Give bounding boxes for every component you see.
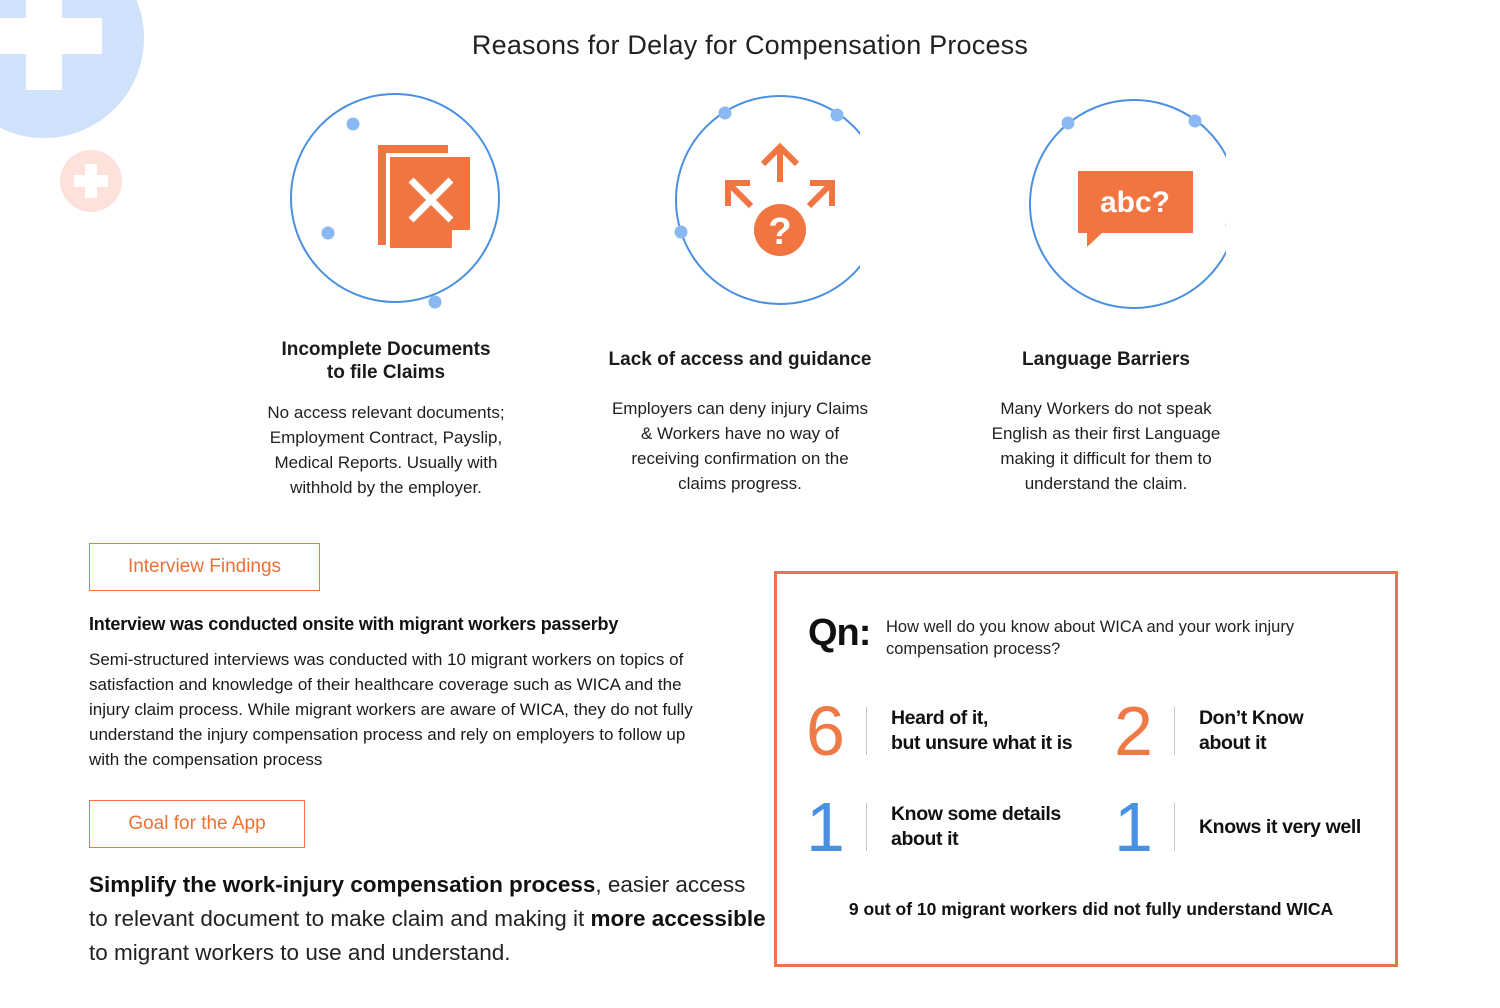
stat-value: 2 (1114, 692, 1153, 770)
question-label: Qn: (808, 612, 871, 654)
goal-tag: Goal for the App (89, 800, 305, 848)
svg-text:abc?: abc? (1100, 186, 1170, 219)
stat-value: 1 (806, 788, 845, 866)
stat-value: 1 (1114, 788, 1153, 866)
stat-divider (866, 803, 867, 851)
stat-label: Heard of it, but unsure what it is (891, 707, 1073, 754)
stat-label: Knows it very well (1199, 816, 1361, 838)
goal-text: Simplify the work-injury compensation pr… (89, 872, 766, 965)
interview-heading: Interview was conducted onsite with migr… (89, 614, 619, 634)
decorative-plus-circle-large (0, 0, 144, 138)
survey-summary: 9 out of 10 migrant workers did not full… (848, 899, 1334, 919)
reason-title: Lack of access and guidance (608, 349, 872, 370)
stat-label: Don’t Know about it (1199, 707, 1304, 754)
reason-card-language-barriers: abc? Language Barriers Many Workers do n… (946, 96, 1266, 496)
plus-icon-horizontal (0, 18, 102, 54)
reason-card-lack-of-access: ? Lack of access and guidance Employers … (580, 92, 900, 496)
plus-icon-horizontal (74, 175, 108, 187)
reason-description: Many Workers do not speak English as the… (991, 399, 1221, 493)
document-x-icon (290, 93, 500, 309)
reason-description: Employers can deny injury Claims & Worke… (611, 399, 869, 493)
decorative-plus-circle-small (60, 150, 122, 212)
stat-divider (866, 707, 867, 755)
reason-title: Incomplete Documents to file Claims (281, 339, 491, 383)
page-title: Reasons for Delay for Compensation Proce… (471, 30, 1029, 60)
speech-bubble-icon: abc? (1029, 99, 1226, 309)
stat-divider (1174, 707, 1175, 755)
reason-card-incomplete-documents: Incomplete Documents to file Claims No a… (226, 90, 546, 500)
reason-title: Language Barriers (1022, 349, 1190, 370)
svg-text:?: ? (768, 211, 791, 253)
interview-body: Semi-structured interviews was conducted… (89, 650, 693, 769)
question-arrows-icon: ? (674, 95, 860, 305)
interview-findings-tag: Interview Findings (89, 543, 320, 591)
survey-box (774, 571, 1398, 967)
stat-divider (1174, 803, 1175, 851)
reason-description: No access relevant documents; Employment… (267, 403, 505, 497)
stat-label: Know some details about it (891, 803, 1061, 850)
question-text: How well do you know about WICA and your… (886, 618, 1295, 658)
stat-value: 6 (806, 692, 845, 770)
